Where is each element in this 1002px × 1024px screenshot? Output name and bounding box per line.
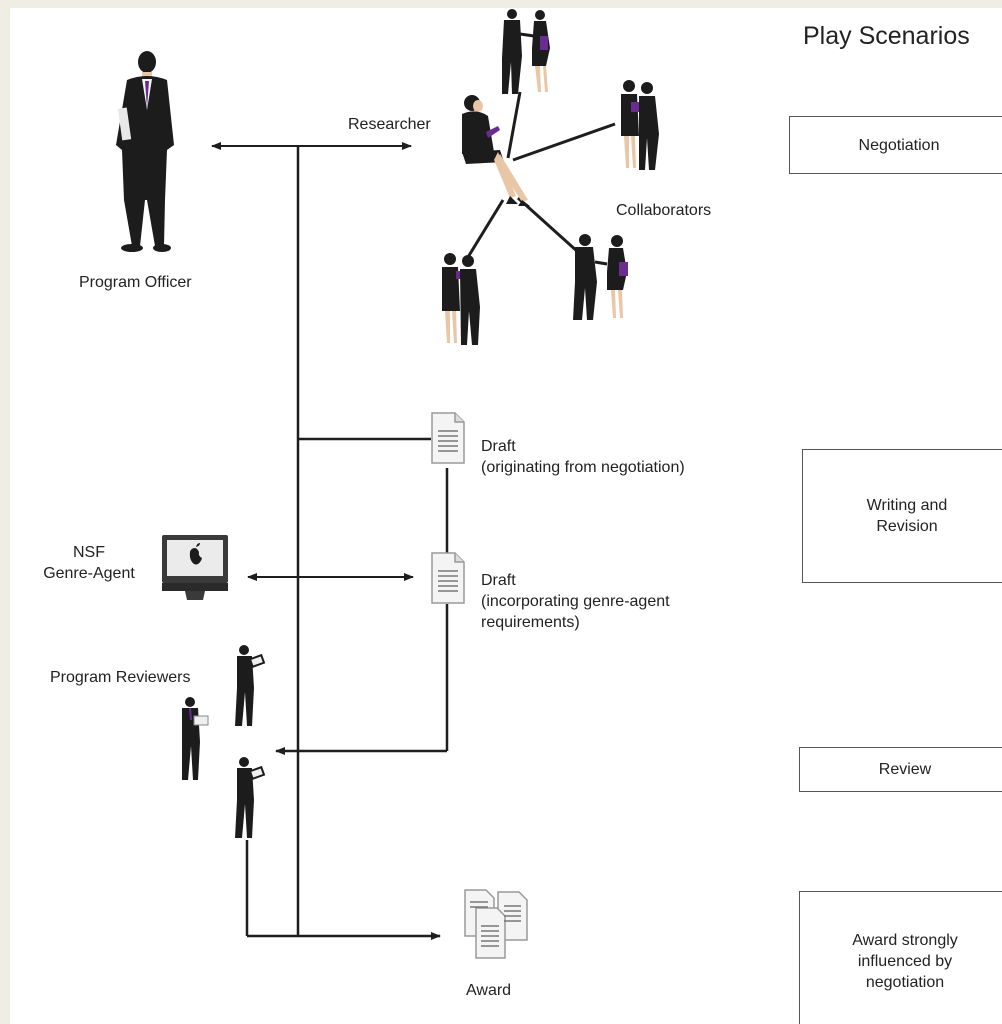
draft-genre-agent-label: Draft (incorporating genre-agent require… xyxy=(481,572,670,631)
collaborators-pair-right xyxy=(621,80,659,170)
researcher-label: Researcher xyxy=(348,116,431,133)
collaborators-pair-bottom-right xyxy=(573,234,628,320)
draft-document-icon xyxy=(431,552,465,604)
reviewer-figure xyxy=(235,645,266,726)
researcher-figure xyxy=(462,95,530,206)
diagram-title: Play Scenarios xyxy=(803,22,970,50)
reviewer-figure xyxy=(182,697,209,780)
draft-document-icon xyxy=(431,412,465,464)
nsf-genre-agent-label: NSF Genre-Agent xyxy=(43,544,135,582)
collaborators-pair-top xyxy=(502,9,550,94)
award-label: Award xyxy=(466,982,512,999)
program-officer-figure xyxy=(116,51,174,252)
monitor-icon xyxy=(162,535,228,600)
network-link-bottom-right xyxy=(516,196,580,254)
connector-lines xyxy=(211,91,616,940)
scenario-award-box: Award strongly influenced by negotiation xyxy=(799,891,1002,1024)
program-reviewers-label: Program Reviewers xyxy=(50,669,191,686)
scenario-writing-revision-box: Writing and Revision xyxy=(802,449,1002,583)
network-link-top xyxy=(506,91,522,159)
collaborators-label: Collaborators xyxy=(616,202,712,219)
scenario-negotiation-box: Negotiation xyxy=(789,116,1002,174)
program-officer-label: Program Officer xyxy=(79,274,192,291)
network-link-right xyxy=(512,122,616,162)
network-link-bottom-left xyxy=(463,199,505,263)
award-documents-icon xyxy=(464,889,528,959)
collaborators-pair-bottom-left xyxy=(442,253,480,345)
diagram-canvas: Play Scenarios Program Officer Researche… xyxy=(10,8,1002,1024)
reviewer-figure xyxy=(235,757,266,838)
scenario-review-box: Review xyxy=(799,747,1002,792)
draft-originating-label: Draft (originating from negotiation) xyxy=(481,438,685,476)
